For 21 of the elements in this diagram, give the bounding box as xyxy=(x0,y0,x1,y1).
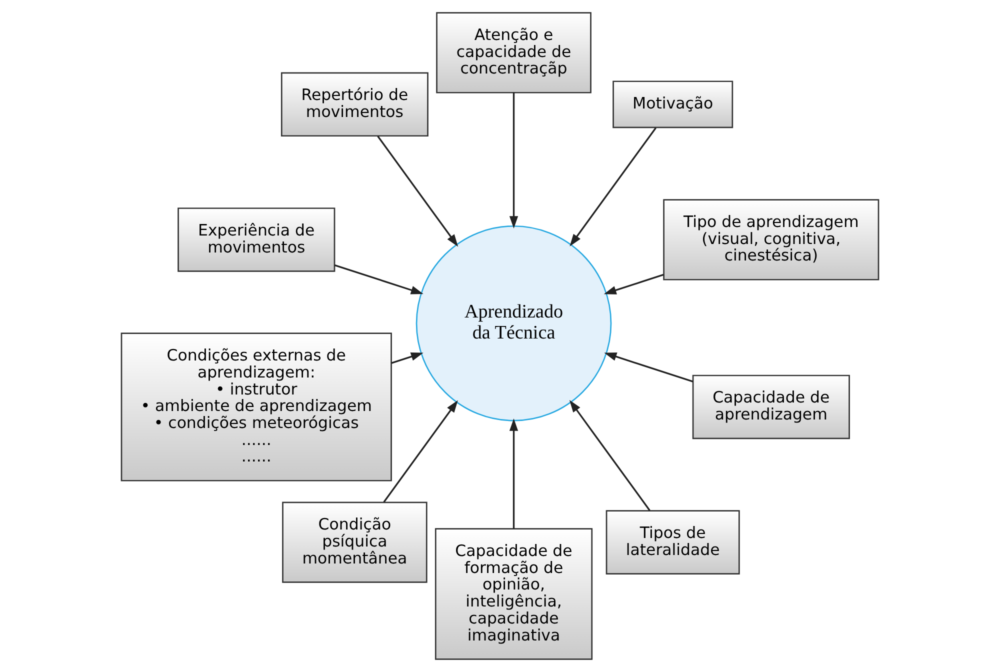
node-box: Capacidade de formação de opinião, inteligência, capacidade imaginativa xyxy=(434,528,592,660)
arrow xyxy=(376,136,458,247)
node-box: Experiência de movimentos xyxy=(177,208,335,272)
node-box: Atenção e capacidade de concentraçãp xyxy=(436,12,591,94)
arrow xyxy=(508,92,518,228)
arrow xyxy=(569,127,656,246)
arrow xyxy=(508,418,518,528)
arrow xyxy=(604,352,693,382)
node-box: Tipo de aprendizagem (visual, cognitiva, cinestésica) xyxy=(662,199,879,280)
node-box: Tipos de lateralidade xyxy=(605,510,740,574)
arrow xyxy=(382,400,458,503)
arrow xyxy=(603,274,664,294)
node-box: Capacidade de aprendizagem xyxy=(692,374,850,440)
arrow xyxy=(568,400,650,511)
arrow xyxy=(334,264,423,294)
node-box: Condição psíquica momentânea xyxy=(282,502,427,583)
node-circle: Aprendizado da Técnica xyxy=(415,225,612,422)
node-box: Motivação xyxy=(612,80,733,128)
arrow xyxy=(390,352,423,364)
node-box: Condições externas de aprendizagem: • instrutor • ambiente de aprendizagem • condições meteorógicas ...... ...... xyxy=(120,332,392,482)
node-box: Repertório de movimentos xyxy=(280,72,428,137)
